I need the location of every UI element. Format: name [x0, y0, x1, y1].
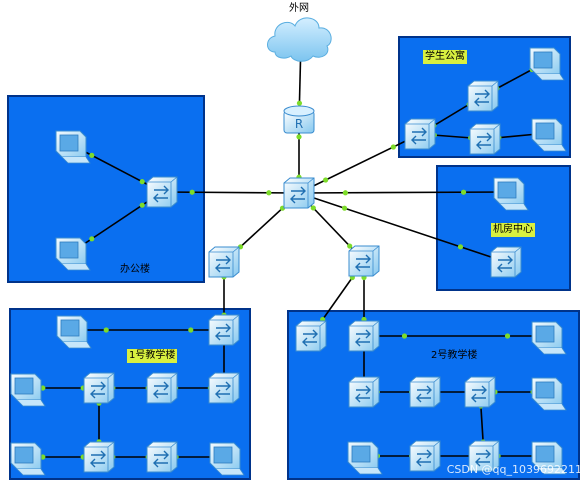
- pc-icon[interactable]: [531, 377, 567, 411]
- label-office: 办公楼: [120, 264, 150, 275]
- switch-icon[interactable]: [409, 440, 441, 472]
- port-indicator: [323, 177, 329, 183]
- switch-icon[interactable]: [348, 376, 380, 408]
- port-indicator: [504, 333, 511, 339]
- port-indicator: [40, 454, 46, 460]
- switch-icon[interactable]: [490, 246, 522, 278]
- port-indicator: [296, 100, 303, 106]
- switch-icon[interactable]: [409, 376, 441, 408]
- switch-icon[interactable]: [208, 372, 240, 404]
- switch-icon[interactable]: [146, 176, 178, 208]
- port-indicator: [341, 205, 348, 211]
- label-machine-room: 机房中心: [491, 223, 535, 237]
- port-indicator: [188, 327, 194, 333]
- switch-icon[interactable]: [348, 320, 380, 352]
- pc-icon[interactable]: [347, 441, 383, 475]
- port-indicator: [310, 205, 316, 211]
- pc-icon[interactable]: [56, 315, 92, 349]
- router-icon[interactable]: R: [283, 105, 315, 134]
- port-indicator: [139, 179, 145, 185]
- port-indicator: [296, 134, 302, 140]
- port-indicator: [401, 333, 408, 339]
- switch-icon[interactable]: [348, 245, 380, 277]
- pc-icon[interactable]: [529, 47, 565, 81]
- label-internet: 外网: [289, 3, 309, 14]
- label-building2: 2号教学楼: [431, 350, 478, 361]
- switch-icon[interactable]: [295, 320, 327, 352]
- switch-icon[interactable]: [283, 177, 315, 209]
- devices-layer: R: [10, 17, 567, 476]
- label-dormitory: 学生公寓: [423, 50, 467, 64]
- pc-icon[interactable]: [531, 118, 567, 152]
- switch-icon[interactable]: [146, 441, 178, 473]
- pc-icon[interactable]: [55, 130, 91, 164]
- port-indicator: [40, 385, 46, 391]
- link-core-dorm_sw1: [298, 133, 421, 194]
- switch-icon[interactable]: [83, 441, 115, 473]
- switch-icon[interactable]: [467, 80, 499, 112]
- port-indicator: [460, 189, 467, 195]
- port-indicator: [103, 327, 109, 333]
- pc-icon[interactable]: [55, 237, 91, 271]
- port-indicator: [457, 244, 464, 250]
- link-core-mr_pc: [298, 191, 511, 194]
- switch-icon[interactable]: [208, 314, 240, 346]
- link-core-office_sw: [161, 191, 300, 194]
- port-indicator: [390, 144, 396, 150]
- switch-icon[interactable]: [464, 376, 496, 408]
- port-indicator: [89, 236, 95, 242]
- pc-icon[interactable]: [10, 442, 46, 476]
- watermark: CSDN @qq_1039692211: [446, 463, 582, 476]
- switch-icon[interactable]: [404, 118, 436, 150]
- svg-text:R: R: [295, 117, 303, 131]
- switch-icon[interactable]: [469, 123, 501, 155]
- switch-icon[interactable]: [208, 246, 240, 278]
- pc-icon[interactable]: [531, 321, 567, 355]
- pc-icon[interactable]: [10, 373, 46, 407]
- cloud-icon: [267, 17, 332, 62]
- port-indicator: [139, 202, 145, 208]
- label-building1: 1号教学楼: [127, 349, 178, 363]
- pc-icon[interactable]: [209, 442, 245, 476]
- link-core-mr_sw: [298, 192, 507, 263]
- switch-icon[interactable]: [468, 440, 500, 472]
- port-indicator: [266, 190, 272, 196]
- port-indicator: [342, 190, 349, 196]
- port-indicator: [89, 152, 95, 158]
- switch-icon[interactable]: [83, 372, 115, 404]
- switch-icon[interactable]: [146, 372, 178, 404]
- port-indicator: [189, 189, 195, 195]
- port-indicator: [347, 243, 353, 249]
- pc-icon[interactable]: [531, 441, 567, 475]
- pc-icon[interactable]: [493, 177, 529, 211]
